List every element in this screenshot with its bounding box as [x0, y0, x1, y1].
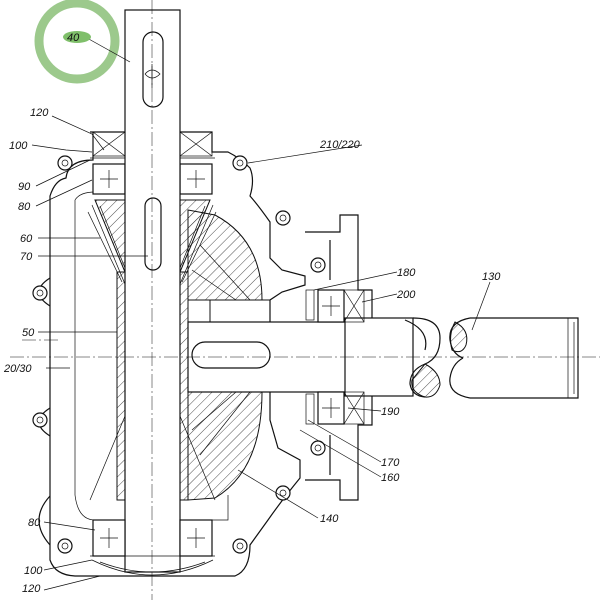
callout-120-bot: 120: [22, 583, 41, 595]
leader-lines: [31, 37, 491, 591]
callout-100-top: 100: [9, 140, 28, 152]
sleeve-left: [116, 271, 126, 501]
top-bearing: [90, 131, 215, 195]
callout-190: 190: [381, 406, 400, 418]
housing-outline: [49, 131, 306, 577]
bottom-bearing: [90, 519, 215, 576]
shaft-keyway-mid: [144, 197, 162, 271]
highlight-ring: [34, 0, 120, 84]
callout-80-top: 80: [18, 201, 31, 213]
highlight-marker: [63, 31, 91, 43]
bevel-gear-lower: [187, 391, 263, 501]
bolt-holes: [32, 155, 326, 554]
callout-100-bot: 100: [24, 565, 43, 577]
callout-70: 70: [20, 251, 33, 263]
callout-60: 60: [20, 233, 33, 245]
shaft-break-hatch: [411, 363, 441, 398]
callout-130: 130: [482, 271, 501, 283]
callout-20-30: 20/30: [3, 363, 32, 375]
callout-170: 170: [381, 457, 400, 469]
callout-50: 50: [22, 327, 35, 339]
callout-labels: 40 120 100 90 80 60 70 50 20/30 80 100 1…: [3, 32, 501, 595]
callout-200: 200: [396, 289, 416, 301]
callout-40: 40: [67, 32, 80, 44]
right-bearing: [305, 289, 365, 425]
callout-140: 140: [320, 513, 339, 525]
housing-lobes: [38, 277, 51, 546]
callout-180: 180: [397, 267, 416, 279]
bevel-gear-teeth: [191, 244, 251, 456]
callout-160: 160: [381, 472, 400, 484]
callout-80-bot: 80: [28, 517, 41, 529]
shaft-keyway-top: [142, 31, 164, 108]
bevel-gear: [187, 209, 263, 301]
callout-90: 90: [18, 181, 31, 193]
output-shaft-130: [449, 317, 579, 399]
callout-210-220: 210/220: [319, 139, 361, 151]
callout-120-top: 120: [30, 107, 49, 119]
hub-keyway: [191, 341, 271, 369]
pinion-teeth: [87, 205, 217, 283]
sleeve-right: [179, 271, 189, 501]
